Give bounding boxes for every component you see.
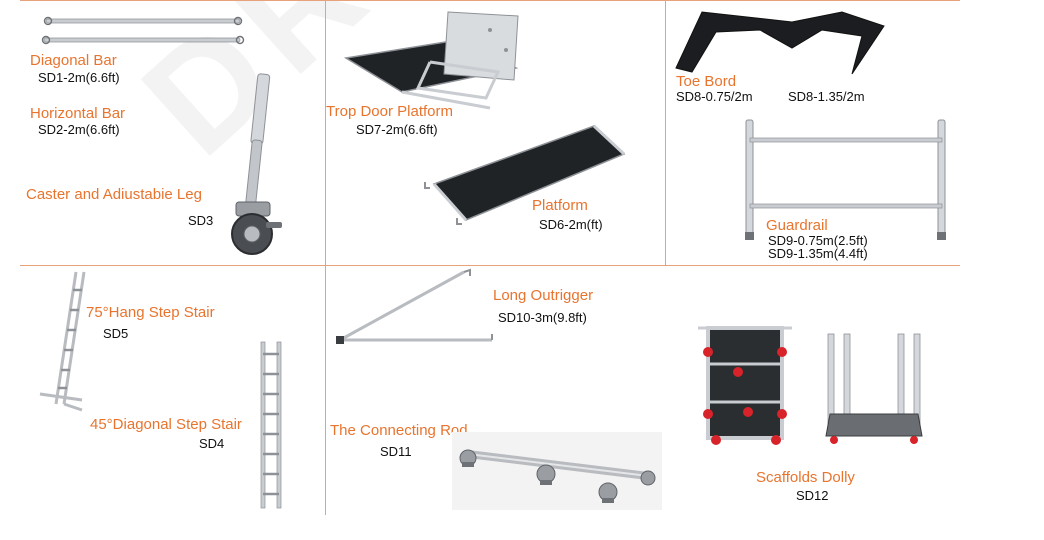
product-code-hang-step-stair: SD5 <box>103 326 129 341</box>
product-label-connecting-rod: The Connecting Rod <box>330 422 468 439</box>
product-label-platform: Platform <box>532 197 588 214</box>
top-border-line <box>20 0 960 1</box>
product-code-diagonal-step-stair: SD4 <box>199 436 225 451</box>
platform-image <box>424 124 626 225</box>
product-label-scaffolds-dolly: Scaffolds Dolly <box>756 469 855 486</box>
caster-leg-image <box>231 73 282 255</box>
product-code-toe-bord-2: SD8-1.35/2m <box>788 89 865 104</box>
toe-bord-image <box>675 11 885 75</box>
product-code-platform: SD6-2m(ft) <box>539 217 603 232</box>
long-outrigger-image <box>336 268 493 344</box>
product-code-trop-door-platform: SD7-2m(6.6ft) <box>356 122 438 137</box>
product-code-toe-bord-1: SD8-0.75/2m <box>676 89 753 104</box>
product-label-horizontal-bar: Horizontal Bar <box>30 105 126 122</box>
product-code-diagonal-bar: SD1-2m(6.6ft) <box>38 70 120 85</box>
product-label-diagonal-bar: Diagonal Bar <box>30 52 117 69</box>
product-code-caster-leg: SD3 <box>188 213 214 228</box>
column-divider-1 <box>325 0 326 515</box>
product-code-horizontal-bar: SD2-2m(6.6ft) <box>38 122 120 137</box>
trop-door-platform-image <box>343 11 519 110</box>
scaffolds-dolly-image-folded <box>698 326 792 445</box>
scaffolds-dolly-image-open <box>825 333 923 444</box>
connecting-rod-image <box>452 432 662 510</box>
product-code-long-outrigger: SD10-3m(9.8ft) <box>498 310 587 325</box>
product-label-trop-door-platform: Trop Door Platform <box>326 103 453 120</box>
product-label-toe-bord: Toe Bord <box>676 73 737 90</box>
guardrail-image <box>745 119 946 240</box>
product-label-diagonal-step-stair: 45°Diagonal Step Stair <box>90 416 242 433</box>
product-label-long-outrigger: Long Outrigger <box>493 287 594 304</box>
product-code-scaffolds-dolly: SD12 <box>796 488 829 503</box>
product-label-guardrail: Guardrail <box>766 217 828 234</box>
product-code-connecting-rod: SD11 <box>380 444 412 459</box>
diagonal-step-stair-image <box>260 341 282 509</box>
product-code-guardrail-2: SD9-1.35m(4.4ft) <box>768 246 868 261</box>
column-divider-2 <box>665 0 666 265</box>
row-divider-line <box>20 265 960 266</box>
product-code-guardrail-1: SD9-0.75m(2.5ft) <box>768 233 868 248</box>
hang-step-stair-image <box>39 271 86 412</box>
product-label-caster-leg: Caster and Adiustabie Leg <box>26 186 202 203</box>
diagonal-bar-image <box>41 16 245 45</box>
product-label-hang-step-stair: 75°Hang Step Stair <box>86 304 215 321</box>
